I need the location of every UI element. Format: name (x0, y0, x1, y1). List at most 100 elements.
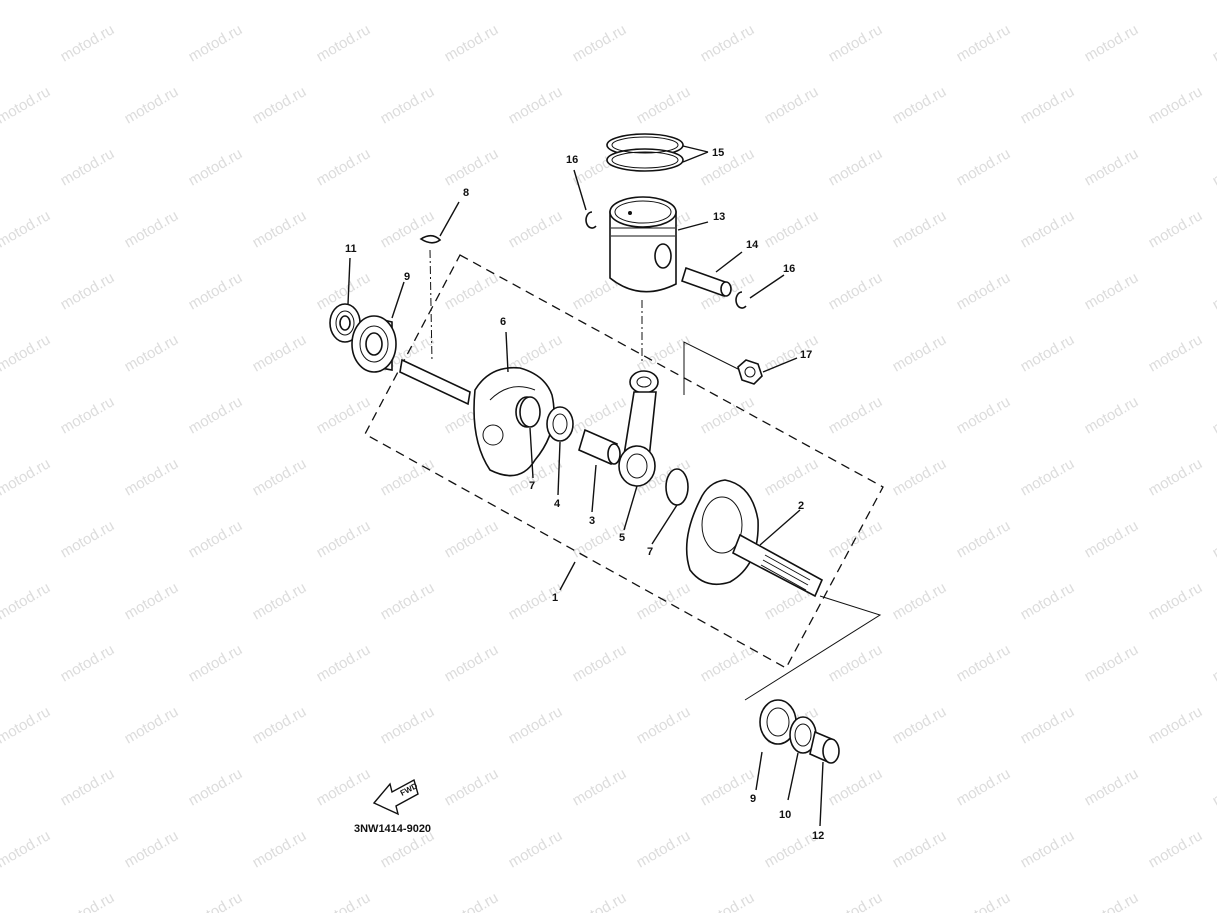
label-15: 15 (712, 147, 724, 159)
watermark-text: motod.ru (1018, 703, 1078, 747)
watermark-text: motod.ru (1018, 579, 1078, 623)
thrust-washer-right (665, 468, 689, 506)
watermark-text: motod.ru (1018, 331, 1078, 375)
watermark-text: motod.ru (1210, 641, 1217, 685)
label-10: 10 (779, 809, 791, 821)
watermark-text: motod.ru (122, 0, 182, 3)
watermark-text: motod.ru (122, 331, 182, 375)
watermark-text: motod.ru (954, 21, 1014, 65)
watermark-text: motod.ru (0, 455, 53, 499)
watermark-text: motod.ru (826, 145, 886, 189)
watermark-text: motod.ru (442, 269, 502, 313)
piston-pin (681, 266, 732, 298)
label-2: 2 (798, 500, 804, 512)
watermark-text: motod.ru (250, 703, 310, 747)
watermark-text: motod.ru (122, 83, 182, 127)
watermark-text: motod.ru (122, 827, 182, 871)
watermark-text: motod.ru (1146, 331, 1206, 375)
watermark-text: motod.ru (890, 331, 950, 375)
watermark-text: motod.ru (378, 83, 438, 127)
watermark-text: motod.ru (890, 83, 950, 127)
fwd-arrow-icon: FWD (372, 778, 419, 816)
watermark-text: motod.ru (1146, 455, 1206, 499)
needle-bearing (546, 406, 574, 442)
watermark-text: motod.ru (570, 393, 630, 437)
label-16-left: 16 (566, 154, 578, 166)
watermark-text: motod.ru (634, 0, 694, 3)
label-4: 4 (554, 498, 561, 510)
watermark-text: motod.ru (250, 455, 310, 499)
watermark-text: motod.ru (186, 641, 246, 685)
watermark-text: motod.ru (0, 827, 53, 871)
watermark-text: motod.ru (762, 83, 822, 127)
watermark-text: motod.ru (58, 145, 118, 189)
watermark-text: motod.ru (1210, 517, 1217, 561)
watermark-text: motod.ru (250, 579, 310, 623)
watermark-text: motod.ru (954, 517, 1014, 561)
watermark-text: motod.ru (250, 827, 310, 871)
watermark-text: motod.ru (58, 21, 118, 65)
piston-pin-clip-left (585, 211, 597, 229)
watermark-text: motod.ru (314, 145, 374, 189)
crank-right-half (685, 479, 824, 598)
watermark-text: motod.ru (186, 145, 246, 189)
watermark-text: motod.ru (58, 393, 118, 437)
watermark-text: motod.ru (314, 393, 374, 437)
watermark-text: motod.ru (890, 827, 950, 871)
watermark-text: motod.ru (762, 207, 822, 251)
watermark-text: motod.ru (826, 393, 886, 437)
watermark-text: motod.ru (698, 889, 758, 913)
watermark-text: motod.ru (1018, 0, 1078, 3)
watermark-text: motod.ru (1082, 889, 1142, 913)
watermark-text: motod.ru (0, 83, 53, 127)
watermark-text: motod.ru (1018, 455, 1078, 499)
watermark-text: motod.ru (1082, 517, 1142, 561)
watermark-text: motod.ru (442, 517, 502, 561)
watermark-text: motod.ru (58, 889, 118, 913)
main-bearing-right (759, 699, 797, 745)
watermark-text: motod.ru (506, 83, 566, 127)
label-11: 11 (345, 243, 357, 255)
watermark-text: motod.ru (442, 641, 502, 685)
watermark-text: motod.ru (122, 703, 182, 747)
watermark-text: motod.ru (506, 207, 566, 251)
watermark-text: motod.ru (1082, 21, 1142, 65)
watermark-text: motod.ru (762, 455, 822, 499)
watermark-text: motod.ru (0, 579, 53, 623)
label-1: 1 (552, 592, 558, 604)
watermark-text: motod.ru (58, 765, 118, 809)
watermark-text: motod.ru (698, 21, 758, 65)
watermark-text: motod.ru (1146, 579, 1206, 623)
watermark-text: motod.ru (826, 889, 886, 913)
watermark-text: motod.ru (890, 207, 950, 251)
watermark-text: motod.ru (762, 0, 822, 3)
watermark-text: motod.ru (890, 703, 950, 747)
assembly-guide-line-rod (683, 341, 741, 395)
watermark-text: motod.ru (186, 517, 246, 561)
watermark-text: motod.ru (58, 641, 118, 685)
watermark-text: motod.ru (250, 207, 310, 251)
label-3: 3 (589, 515, 595, 527)
piston (609, 196, 677, 293)
watermark-text: motod.ru (1018, 827, 1078, 871)
label-12: 12 (812, 830, 824, 842)
watermark-text: motod.ru (826, 641, 886, 685)
watermark-text: motod.ru (506, 703, 566, 747)
watermark-text: motod.ru (1210, 765, 1217, 809)
crank-pin (578, 428, 621, 466)
watermark-text: motod.ru (954, 269, 1014, 313)
watermark-text: motod.ru (1082, 269, 1142, 313)
watermark-text: motod.ru (506, 827, 566, 871)
watermark-text: motod.ru (634, 83, 694, 127)
watermark-text: motod.ru (186, 765, 246, 809)
watermark-text: motod.ru (1082, 145, 1142, 189)
watermark-text: motod.ru (314, 517, 374, 561)
watermark-text: motod.ru (1082, 641, 1142, 685)
diagram-code: 3NW1414-9020 (354, 823, 431, 835)
watermark-text: motod.ru (442, 145, 502, 189)
watermark-text: motod.ru (1210, 145, 1217, 189)
collar (809, 730, 840, 764)
watermark-text: motod.ru (570, 21, 630, 65)
piston-pin-clip-right (735, 291, 747, 309)
